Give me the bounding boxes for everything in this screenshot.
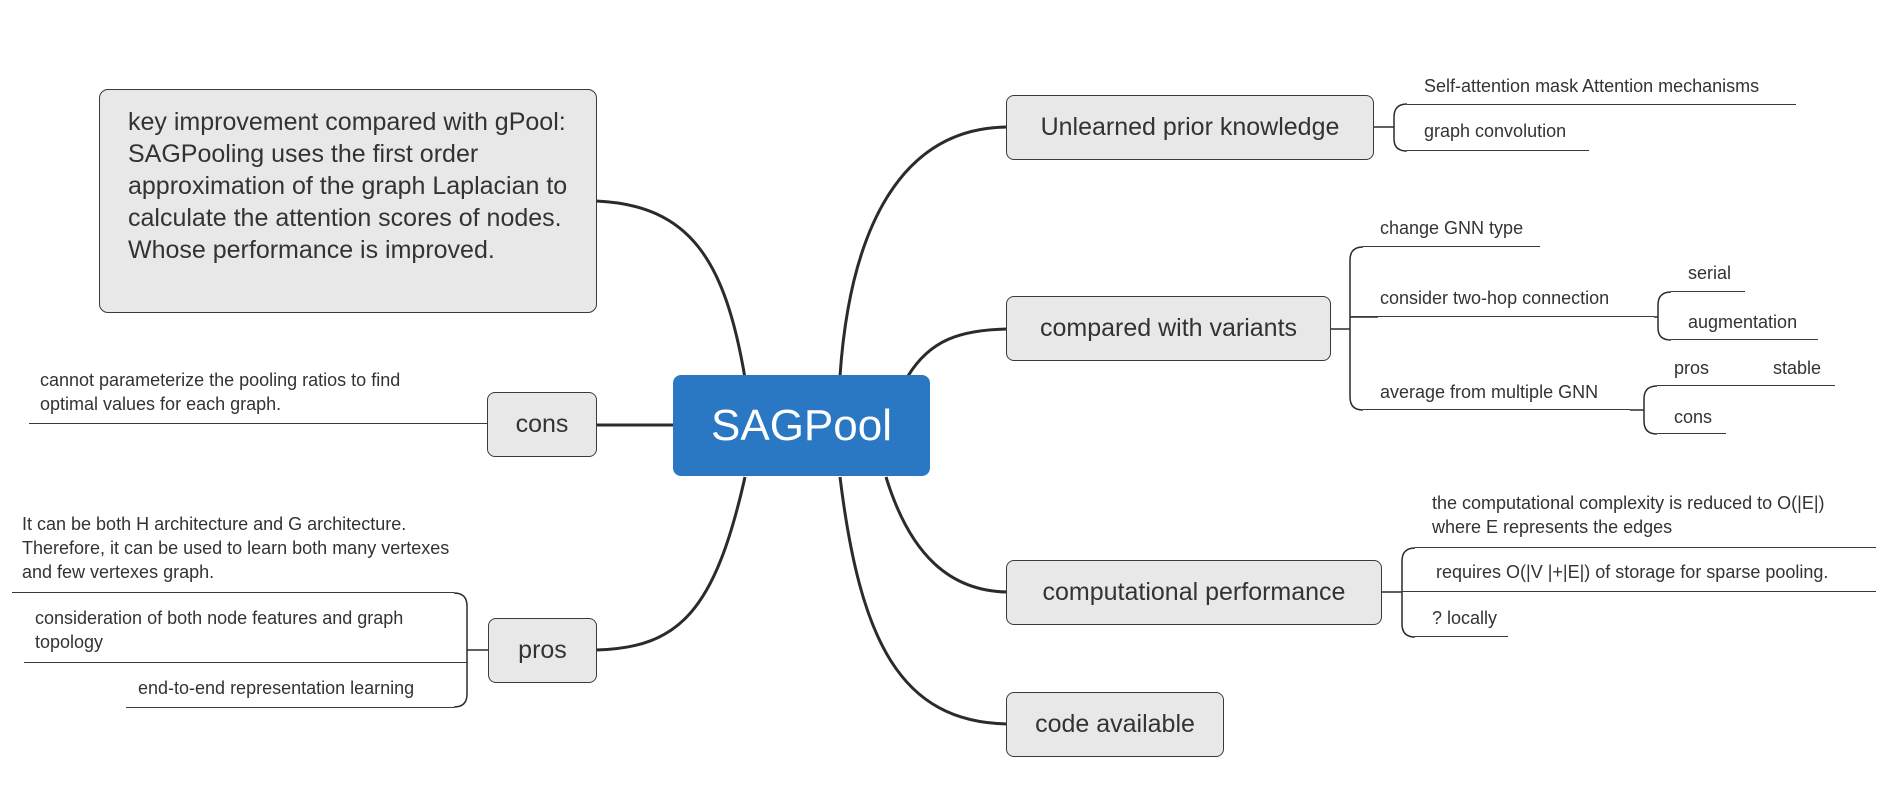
pros-leaf-consideration: consideration of both node features and … bbox=[35, 608, 404, 652]
pros-leaf-end-to-end-underline bbox=[126, 707, 454, 708]
topic-variants-label: compared with variants bbox=[1039, 314, 1298, 342]
root-label: SAGPool bbox=[711, 400, 892, 450]
topic-code-label: code available bbox=[1035, 710, 1195, 738]
variants-leaf-average-underline bbox=[1363, 409, 1630, 410]
variants-leaf-pros: pros bbox=[1674, 358, 1710, 378]
connector-unlearned bbox=[838, 125, 1008, 377]
topic-computational-performance[interactable]: computational performance bbox=[1006, 560, 1382, 625]
variants-leaf-cons-underline bbox=[1657, 433, 1726, 434]
connector-variants bbox=[906, 327, 1008, 377]
note-text: key improvement compared with gPool: SAG… bbox=[128, 108, 568, 264]
variants-leaf-serial: serial bbox=[1688, 263, 1732, 283]
variants-leaf-pros-stable-underline bbox=[1657, 385, 1835, 386]
variants-leaf-augmentation: augmentation bbox=[1688, 312, 1798, 332]
pros-leaf-end-to-end: end-to-end representation learning bbox=[138, 678, 415, 698]
connector-computational bbox=[884, 476, 1008, 594]
variants-leaf-average: average from multiple GNN bbox=[1380, 382, 1599, 402]
topic-pros[interactable]: pros bbox=[488, 618, 597, 683]
topic-unlearned-prior-knowledge[interactable]: Unlearned prior knowledge bbox=[1006, 95, 1374, 160]
topic-compared-with-variants[interactable]: compared with variants bbox=[1006, 296, 1331, 361]
computational-leaf-locally-underline bbox=[1415, 636, 1508, 637]
computational-leaf-storage-underline bbox=[1402, 591, 1876, 592]
topic-cons-label: cons bbox=[515, 410, 569, 438]
topic-cons[interactable]: cons bbox=[487, 392, 597, 457]
connector-note bbox=[595, 199, 747, 379]
unlearned-leaf-self-attention-underline bbox=[1407, 104, 1796, 105]
computational-leaf-storage: requires O(|V |+|E|) of storage for spar… bbox=[1436, 562, 1829, 582]
connector-code bbox=[838, 476, 1008, 726]
variants-leaf-stable: stable bbox=[1773, 358, 1822, 378]
connector-pros bbox=[595, 476, 747, 652]
root-topic[interactable]: SAGPool bbox=[673, 375, 930, 476]
topic-unlearned-label: Unlearned prior knowledge bbox=[1040, 113, 1340, 141]
cons-leaf-underline bbox=[29, 423, 487, 424]
variants-leaf-change-gnn-type: change GNN type bbox=[1380, 218, 1524, 238]
variants-leaf-serial-underline bbox=[1671, 291, 1745, 292]
computational-leaf-complexity-underline bbox=[1415, 547, 1876, 548]
unlearned-leaf-self-attention: Self-attention mask Attention mechanisms bbox=[1424, 76, 1760, 96]
pros-leaf-architecture: It can be both H architecture and G arch… bbox=[22, 514, 450, 582]
unlearned-leaf-graph-convolution: graph convolution bbox=[1424, 121, 1567, 141]
computational-leaf-complexity: the computational complexity is reduced … bbox=[1432, 493, 1825, 537]
computational-leaf-locally: ? locally bbox=[1432, 608, 1498, 628]
topic-code-available[interactable]: code available bbox=[1006, 692, 1224, 757]
variants-leaf-cons: cons bbox=[1674, 407, 1713, 427]
variants-leaf-change-gnn-type-underline bbox=[1363, 246, 1540, 247]
variants-leaf-augmentation-underline bbox=[1671, 339, 1818, 340]
note-box[interactable]: key improvement compared with gPool: SAG… bbox=[99, 89, 597, 313]
variants-leaf-two-hop-underline bbox=[1350, 316, 1654, 317]
topic-computational-label: computational performance bbox=[1042, 578, 1346, 606]
topic-pros-label: pros bbox=[518, 636, 567, 664]
pros-leaf-architecture-underline bbox=[12, 592, 454, 593]
unlearned-leaf-graph-convolution-underline bbox=[1407, 150, 1589, 151]
cons-leaf: cannot parameterize the pooling ratios t… bbox=[40, 370, 401, 414]
pros-leaf-consideration-underline bbox=[24, 662, 467, 663]
variants-leaf-two-hop: consider two-hop connection bbox=[1380, 288, 1610, 308]
